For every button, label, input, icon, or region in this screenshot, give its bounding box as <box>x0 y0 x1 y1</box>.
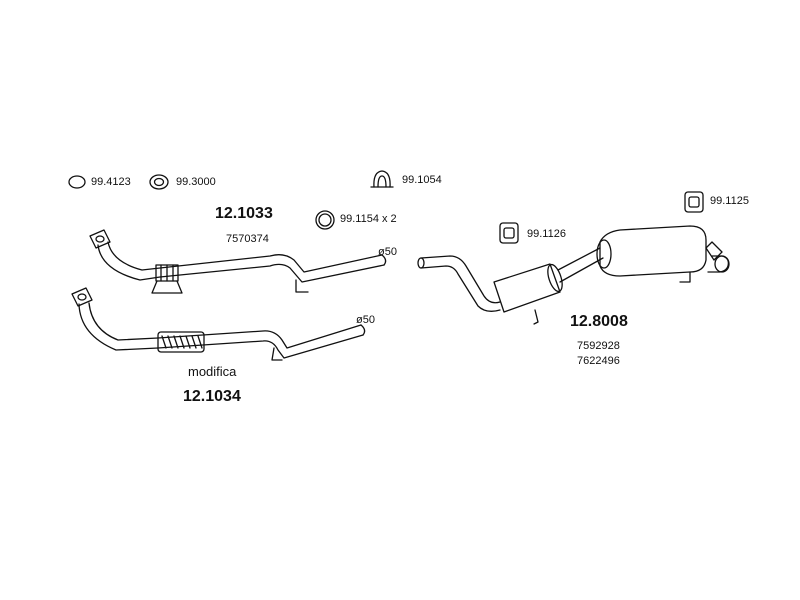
rubber-mount-center-icon <box>499 222 519 244</box>
rear-silencer-oem-2: 7622496 <box>577 355 620 367</box>
rubber-mount-rear-icon <box>684 191 704 213</box>
front-pipe-lower-code: 12.1034 <box>183 388 241 405</box>
front-pipe-upper-diameter: ø50 <box>378 246 397 258</box>
front-pipe-upper-code: 12.1033 <box>215 205 273 222</box>
rear-silencer-assembly <box>417 225 730 325</box>
rear-silencer-code: 12.8008 <box>570 313 628 330</box>
ring-clamp-icon <box>315 210 335 230</box>
seal-ring-icon <box>149 174 169 190</box>
rubber-mount-rear-code: 99.1125 <box>710 195 749 207</box>
front-pipe-lower-note: modifica <box>188 364 237 379</box>
rubber-mount-center-code: 99.1126 <box>527 228 566 240</box>
seal-ring-code: 99.3000 <box>176 176 216 188</box>
front-pipe-upper <box>89 229 387 294</box>
rear-silencer-oem-1: 7592928 <box>577 340 620 352</box>
gasket-ring-code: 99.4123 <box>91 176 131 188</box>
clamp-bracket-icon <box>370 170 394 188</box>
gasket-ring-icon <box>68 175 86 189</box>
ring-clamp-code: 99.1154 x 2 <box>340 213 397 225</box>
front-pipe-lower-diameter: ø50 <box>356 314 375 326</box>
front-pipe-lower <box>71 287 366 361</box>
front-pipe-upper-oem: 7570374 <box>226 233 269 245</box>
clamp-bracket-code: 99.1054 <box>402 174 442 186</box>
